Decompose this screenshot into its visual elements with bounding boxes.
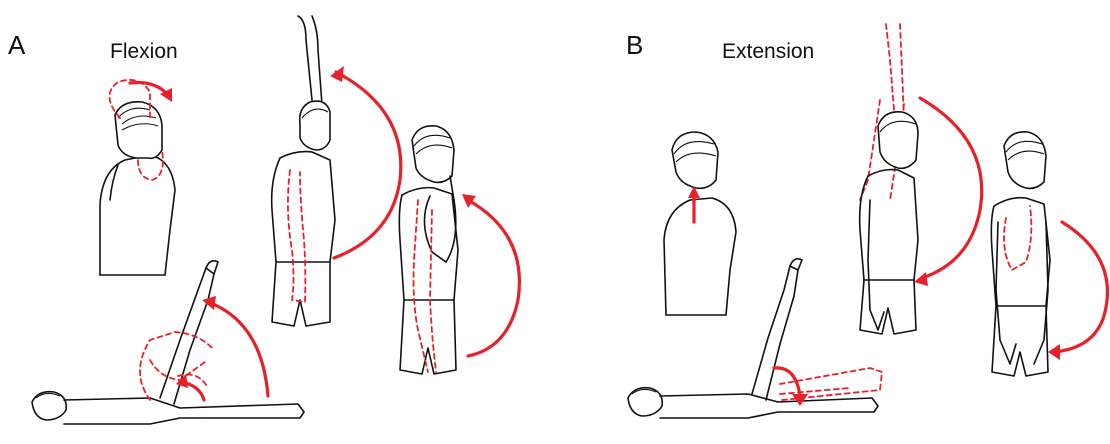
shoulder-flexion-figure [272,16,401,326]
shoulder-extension-figure [860,24,982,334]
neck-extension-figure [664,132,736,315]
panel-b-title: Extension [722,40,814,63]
panel-b-letter: B [626,30,643,60]
panel-a-flexion: A Flexion [8,16,519,424]
panel-a-title: Flexion [110,40,178,63]
panel-b-extension: B Extension [626,24,1107,418]
elbow-flexion-figure [399,126,519,374]
neck-flexion-figure [100,80,175,275]
panel-a-letter: A [8,30,26,60]
hip-flexion-figure [32,261,304,424]
hip-extension-figure [628,259,882,418]
elbow-extension-figure [991,132,1107,376]
